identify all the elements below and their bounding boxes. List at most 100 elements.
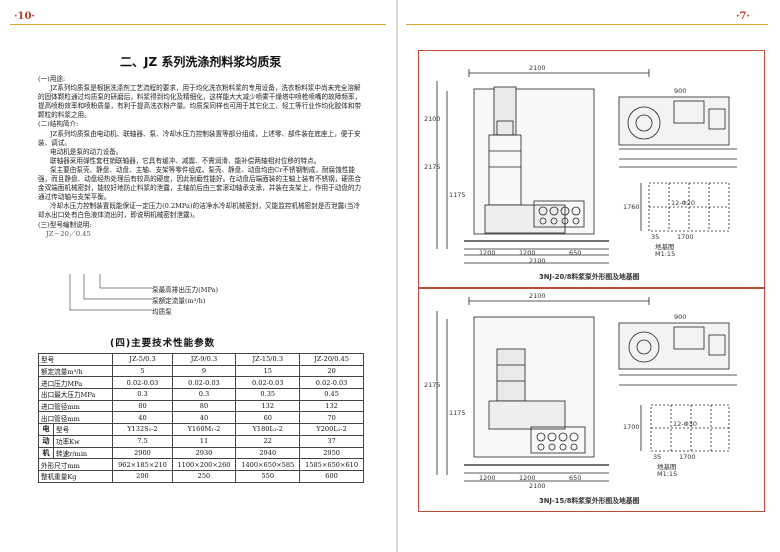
table-cell: 15 — [235, 364, 301, 378]
table-cell: 22 — [235, 434, 301, 448]
foundation-label: 地基图 — [657, 463, 677, 471]
table-cell: 600 — [299, 469, 364, 483]
table-row: 动 功率Kw 7.5 11 22 37 — [38, 434, 364, 448]
dim-side-3: 1175 — [449, 191, 466, 199]
structure-paragraph: JZ系列均质泵由电动机、联轴器、泵、冷却水压力控制装置等部分组成，上述零、部件装… — [38, 129, 361, 147]
pit-dim-2: 35 — [651, 233, 660, 241]
pump-paragraph: 泵主要由泵壳、静盘、动盘、主轴、支架等零件组成。泵壳、静盘、动盘均由Cr不锈钢制… — [38, 165, 362, 202]
table-header-row: 型号 JZ-5/0.3 JZ-9/0.3 JZ-15/0.3 JZ-20/0.4… — [37, 353, 364, 366]
pit-dim-4: 1700 — [623, 423, 640, 431]
dim-side-2: 1175 — [449, 409, 466, 417]
cooling-paragraph: 冷却水压力控制装置既能保证一定压力(0.2MPa)的洁净水冷却机械密封，又能监控… — [38, 202, 360, 220]
dim-bottom-2: 1200 — [519, 249, 536, 257]
body-text: (一)用途: JZ系列均质泵是根据洗涤剂工艺流程的要求，用于均化洗衣粉料浆的专用… — [38, 75, 364, 239]
table-cell: 2940 — [235, 446, 301, 460]
table-cell: 0.3 — [171, 388, 237, 401]
table-cell: 0.35 — [235, 388, 301, 401]
table-row: 外形尺寸mm 962×185×210 1100×200×260 1400×650… — [37, 458, 364, 471]
table-cell: 2900 — [112, 446, 173, 460]
table-cell: 7.5 — [112, 434, 173, 448]
table-cell: 11 — [171, 434, 237, 448]
table-row: 电 型号 Y132S₁-2 Y160M₁-2 Y180L₁-2 Y200L₁-2 — [38, 423, 364, 436]
structure-heading: (二)结构简介: — [38, 120, 79, 129]
figure-3nj-15-8: 2100 900 2175 1175 1200 1200 650 2100 12… — [418, 288, 765, 512]
table-header-cell: JZ-15/0.3 — [235, 353, 301, 366]
left-page: ·10· 二、JZ 系列洗涤剂料浆均质泵 (一)用途: JZ系列均质泵是根据洗涤… — [0, 0, 396, 552]
right-page-number: ·7· — [736, 11, 750, 22]
table-cell: 550 — [235, 469, 301, 483]
right-header-rule — [406, 10, 768, 25]
motor-group-label: 动 — [38, 434, 54, 448]
pit-dim-2: 35 — [653, 453, 662, 461]
pit-dim-1: 12-Φ20 — [671, 199, 696, 207]
table-row: 进口管径mm 80 80 132 132 — [37, 399, 364, 413]
row-label: 功率Kw — [52, 434, 114, 448]
table-header-cell: JZ-5/0.3 — [112, 353, 173, 366]
dim-top-1: 2100 — [529, 292, 546, 300]
table-cell: 40 — [171, 411, 237, 425]
figure-3nj-20-8: 2100 900 2100 2175 1175 1200 1200 650 21… — [418, 50, 765, 288]
dim-top-1: 2100 — [529, 64, 546, 72]
table-cell: 2930 — [171, 446, 237, 460]
row-label: 型号 — [52, 423, 114, 436]
table-row: 出口管径mm 40 40 60 70 — [37, 411, 364, 425]
model-heading: (三)型号编制说明: — [38, 220, 92, 229]
usage-paragraph: JZ系列均质泵是根据洗涤剂工艺流程的要求，用于均化洗衣粉料浆的专用设备，洗衣粉料… — [38, 84, 362, 120]
dim-top-2: 900 — [674, 87, 687, 95]
table-cell: 132 — [235, 399, 301, 413]
dim-bottom-2: 1200 — [519, 474, 536, 482]
table-cell: 1100×200×260 — [171, 458, 237, 471]
table-title: (四)主要技术性能参数 — [110, 338, 216, 349]
table-header-cell: JZ-9/0.3 — [171, 353, 237, 366]
dim-bottom-4: 2100 — [529, 482, 546, 490]
pit-dim-3: 1700 — [679, 453, 696, 461]
legend-pump-type: 均质泵 — [152, 308, 172, 316]
table-cell: 80 — [171, 399, 237, 413]
figure-caption: 3NJ-20/8料浆泵外形图及地基图 — [539, 273, 640, 281]
row-label: 进口压力MPa — [37, 376, 114, 390]
row-label: 出口管径mm — [37, 411, 114, 425]
table-cell: Y180L₁-2 — [235, 423, 301, 436]
table-cell: 40 — [112, 411, 173, 425]
foundation-label: 地基图 — [655, 243, 675, 251]
table-cell: 70 — [299, 411, 364, 425]
table-row: 进口压力MPa 0.02-0.03 0.02-0.03 0.02-0.03 0.… — [37, 376, 364, 390]
dim-bottom-3: 650 — [569, 249, 582, 257]
table-cell: 962×185×210 — [112, 458, 173, 471]
legend-max-pressure: 泵最高排出压力(MPa) — [152, 286, 219, 294]
table-row: 整机重量Kg 200 250 550 600 — [37, 469, 364, 483]
table-cell: Y160M₁-2 — [171, 423, 237, 436]
coupling-paragraph: 联轴器采用弹性套柱销联轴器，它具有缓冲、减震、不需润滑、能补偿两轴相对位移的特点… — [50, 156, 321, 165]
dim-side-1: 2175 — [424, 381, 441, 389]
model-code-leader-lines — [69, 274, 152, 311]
scale-label: M1:15 — [655, 250, 676, 258]
row-label: 出口最大压力MPa — [37, 388, 114, 401]
table-cell: 60 — [235, 411, 301, 425]
table-row: 出口最大压力MPa 0.3 0.3 0.35 0.45 — [37, 388, 364, 401]
table-cell: 2950 — [299, 446, 364, 460]
row-label: 转速r/min — [52, 446, 114, 460]
table-cell: 1400×650×585 — [235, 458, 301, 471]
table-cell: 9 — [171, 364, 237, 378]
left-page-number: ·10· — [14, 11, 35, 22]
scale-label: M1:15 — [657, 470, 678, 478]
table-cell: 0.45 — [299, 388, 364, 401]
row-label: 进口管径mm — [37, 399, 114, 413]
figure-caption: 3NJ-15/8料浆泵外形图及地基图 — [539, 497, 640, 505]
table-header-cell: 型号 — [37, 353, 114, 366]
table-cell: 37 — [299, 434, 364, 448]
table-cell: 0.02-0.03 — [299, 376, 364, 390]
table-cell: 20 — [299, 364, 364, 378]
spec-table: 型号 JZ-5/0.3 JZ-9/0.3 JZ-15/0.3 JZ-20/0.4… — [37, 353, 364, 483]
table-cell: Y132S₁-2 — [112, 423, 173, 436]
table-cell: 0.3 — [112, 388, 173, 401]
table-header-cell: JZ-20/0.45 — [299, 353, 364, 366]
row-label: 额定流量m³/h — [37, 364, 114, 378]
motor-group-label: 电 — [38, 423, 54, 436]
coupling — [496, 120, 514, 136]
usage-heading: (一)用途: — [38, 75, 66, 83]
table-cell: 200 — [112, 469, 173, 483]
dim-bottom-4: 2100 — [529, 257, 546, 265]
row-label: 整机重量Kg — [37, 469, 114, 483]
table-cell: 250 — [171, 469, 237, 483]
